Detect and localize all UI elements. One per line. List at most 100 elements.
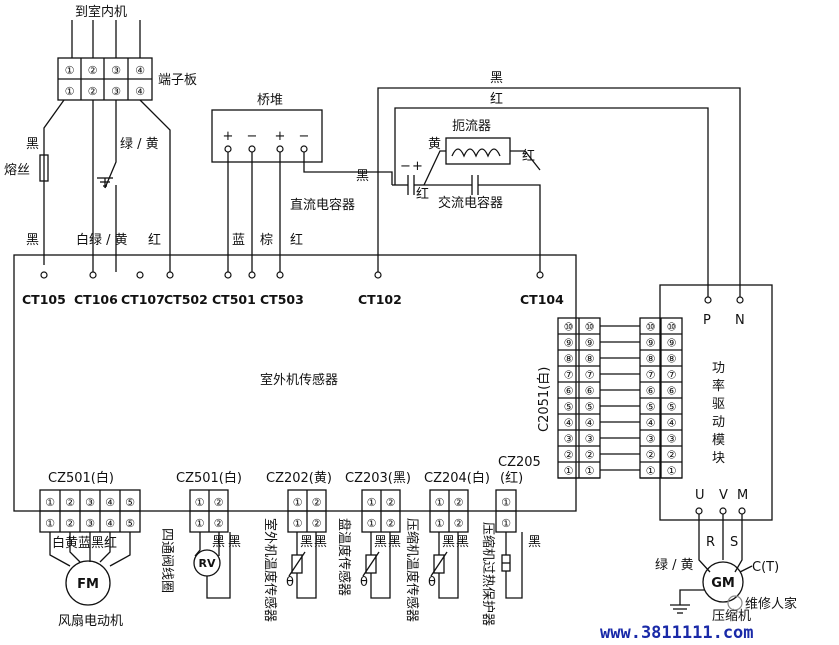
cz204-label: CZ204(白) <box>424 470 490 486</box>
cz204-pin-2-0: ② <box>454 496 464 509</box>
ct-label-ct104: CT104 <box>520 292 564 307</box>
ac-capacitor: 交流电容器 <box>424 175 541 272</box>
gm-symbol: GM <box>711 576 735 591</box>
module-label-4: 动 <box>712 415 725 430</box>
choke-yellow-label: 黄 <box>428 137 441 152</box>
dc-cap-black-label: 黑 <box>356 169 369 184</box>
gm-r-label: R <box>706 535 715 550</box>
c2051-pin-2-0: ② <box>564 449 574 462</box>
tb-pin-2a: ② <box>88 64 98 77</box>
tb-pin-3b: ③ <box>111 85 121 98</box>
cz205-label: CZ205 <box>498 455 541 470</box>
c2051-pin-1-0: ① <box>564 465 574 478</box>
cz202-pin-1-0: ① <box>293 496 303 509</box>
cz203-pin-2-1: ② <box>386 517 396 530</box>
c2051-pin-4-0: ④ <box>564 417 574 430</box>
dc-cap-minus: − <box>400 159 411 174</box>
cz501a-pin-2-0: ② <box>65 496 75 509</box>
sensor-label-4: 压缩机过热保护器 <box>480 522 496 626</box>
board-wire-black: 黑 <box>26 233 39 248</box>
sensor-label-3: 压缩机温度传感器 <box>404 518 420 622</box>
cz501a-pin-4-0: ④ <box>105 496 115 509</box>
bridge-sign-3: + <box>275 129 286 144</box>
cz204-wire-1: 黑 <box>442 535 455 550</box>
cz205-pin-a: ① <box>501 496 511 509</box>
cz501b-pin-1a: ① <box>195 496 205 509</box>
ct-label-ct107: CT107 <box>121 292 165 307</box>
board-label: 室外机传感器 <box>260 372 338 388</box>
cz501a-pin-3-1: ③ <box>85 517 95 530</box>
upper-black-label: 黑 <box>490 71 503 86</box>
c2051-pin-2-1: ② <box>585 449 595 462</box>
terminal-block: ① ② ③ ④ ① ② ③ ④ <box>57 57 153 101</box>
c2051-pin-6-3: ⑥ <box>667 385 677 398</box>
dc-capacitor: − + 黑 红 直流电容器 <box>290 159 429 213</box>
cz501b-connector: ① ② ① ② <box>189 489 229 533</box>
cz501a-connector <box>39 489 141 533</box>
c2051-pin-8-3: ⑧ <box>667 353 677 366</box>
sensor-label-1: 室外机温度传感器 <box>262 518 278 622</box>
cz204-pin-2-1: ② <box>454 517 464 530</box>
module-label-5: 模 <box>712 433 725 448</box>
tb-pin-4b: ④ <box>135 85 145 98</box>
board-wire-blue: 蓝 <box>232 233 245 248</box>
c2051-pin-8-0: ⑧ <box>564 353 574 366</box>
cz205-wire: 黑 <box>528 535 541 550</box>
terminal-block-label: 端子板 <box>158 73 197 88</box>
tb-pin-4a: ④ <box>135 64 145 77</box>
c2051-pin-6-1: ⑥ <box>585 385 595 398</box>
module-label-2: 率 <box>712 378 725 394</box>
module-n-label: N <box>735 313 745 328</box>
choke-label: 扼流器 <box>452 119 491 134</box>
sensor-label-2: 盘温度传感器 <box>336 518 352 596</box>
c2051-pin-4-2: ④ <box>646 417 656 430</box>
board-wire-brown: 棕 <box>260 233 273 248</box>
wire-black-label: 黑 <box>26 137 39 152</box>
choke-coil: 扼流器 黄 红 <box>428 119 535 165</box>
cz501a-pin-1-1: ① <box>45 517 55 530</box>
c2051-pin-4-3: ④ <box>667 417 677 430</box>
cz501a-pin-3-0: ③ <box>85 496 95 509</box>
rv-symbol: RV <box>199 557 216 570</box>
gm-ct-label: C(T) <box>752 560 779 575</box>
cz203-wire-2: 黑 <box>388 535 401 550</box>
cz501a-wires: 白黄蓝黑红 <box>52 535 117 551</box>
watermark-name: 维修人家 <box>745 596 797 612</box>
c2051-pin-8-2: ⑧ <box>646 353 656 366</box>
c2051-pin-9-1: ⑨ <box>585 337 595 350</box>
cz501a-pin-1-0: ① <box>45 496 55 509</box>
watermark-url: www.3811111.com <box>600 623 754 643</box>
cz202-pin-1-1: ① <box>293 517 303 530</box>
c2051-pin-5-2: ⑤ <box>646 401 656 414</box>
c2051-label: C2051(白) <box>536 367 552 432</box>
wire-green-yellow-label: 绿 / 黄 <box>120 137 159 152</box>
cz203-pin-1-0: ① <box>367 496 377 509</box>
c2051-pin-3-3: ③ <box>667 433 677 446</box>
theta-3: θ <box>428 575 436 590</box>
c2051-pin-5-0: ⑤ <box>564 401 574 414</box>
gm-label: 压缩机 <box>712 608 751 624</box>
module-v-label: V <box>719 488 728 503</box>
cz205-pin-b: ① <box>501 517 511 530</box>
theta-2: θ <box>360 575 368 590</box>
module-u-label: U <box>695 488 705 503</box>
rv-label: 四通阀线圈 <box>159 528 174 593</box>
c2051-pin-2-3: ② <box>667 449 677 462</box>
dc-cap-red-label: 红 <box>416 186 429 202</box>
ct-label-ct102: CT102 <box>358 292 402 307</box>
watermark: 维修人家 www.3811111.com <box>600 595 797 643</box>
fan-motor <box>65 560 111 606</box>
cz501b-pin-1b: ① <box>195 517 205 530</box>
bridge-label: 桥堆 <box>257 93 283 108</box>
dc-cap-plus: + <box>412 159 423 174</box>
module-label: 功 率 驱 动 模 块 <box>712 361 725 466</box>
upper-red-label: 红 <box>490 91 503 107</box>
c2051-pin-1-1: ① <box>585 465 595 478</box>
c2051-pin-10-0: ⑩ <box>564 321 574 334</box>
c2051-pin-4-1: ④ <box>585 417 595 430</box>
c2051-pin-5-3: ⑤ <box>667 401 677 414</box>
cz202-pin-2-0: ② <box>312 496 322 509</box>
cz501b-wire-2: 黑 <box>228 535 241 550</box>
module-m-label: M <box>737 488 748 503</box>
ct-label-ct105: CT105 <box>22 292 66 307</box>
